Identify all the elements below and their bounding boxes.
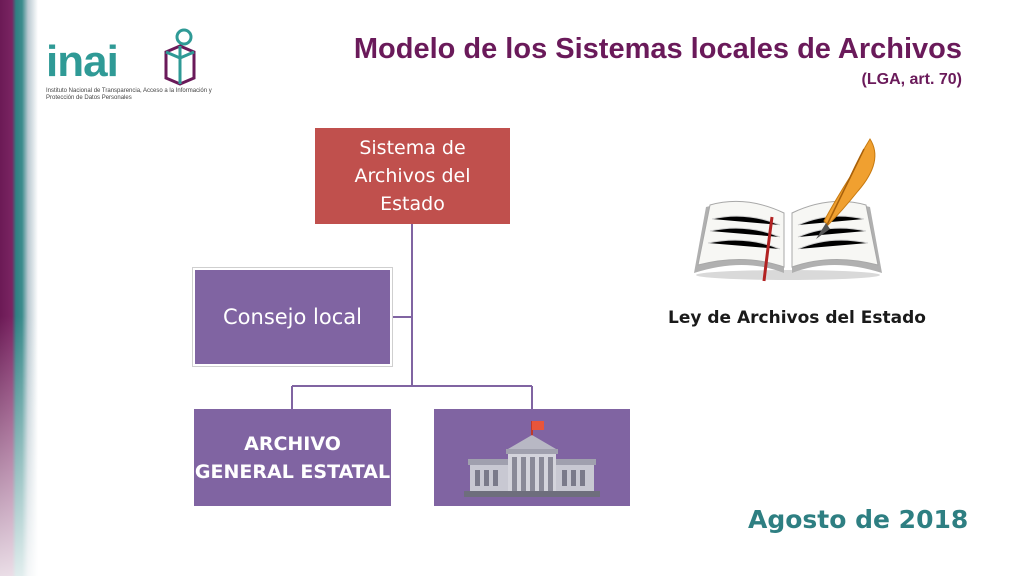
book-caption: Ley de Archivos del Estado xyxy=(668,308,926,328)
date-label: Agosto de 2018 xyxy=(748,505,969,534)
sistema-archivos-box: Sistema de Archivos del Estado xyxy=(315,128,510,224)
inai-logo: inai Instituto Nacional de Transparencia… xyxy=(46,28,216,108)
government-building-icon xyxy=(464,420,600,497)
consejo-local-label: Consejo local xyxy=(223,305,362,329)
page-subtitle: (LGA, art. 70) xyxy=(861,71,962,88)
logo-wordmark: inai xyxy=(46,37,119,86)
page-title: Modelo de los Sistemas locales de Archiv… xyxy=(353,33,962,65)
open-book-with-quill-icon xyxy=(694,138,882,282)
sistema-archivos-label: Sistema de Archivos del Estado xyxy=(354,137,471,215)
logo-person-box-icon xyxy=(164,28,196,86)
archivo-general-box: ARCHIVO GENERAL ESTATAL xyxy=(194,409,391,506)
logo-subtitle: Instituto Nacional de Transparencia, Acc… xyxy=(46,88,212,101)
archivo-general-label: ARCHIVO GENERAL ESTATAL xyxy=(194,432,391,483)
building-box xyxy=(434,409,630,506)
side-decorative-bar xyxy=(0,0,38,576)
consejo-local-box: Consejo local xyxy=(192,267,393,367)
